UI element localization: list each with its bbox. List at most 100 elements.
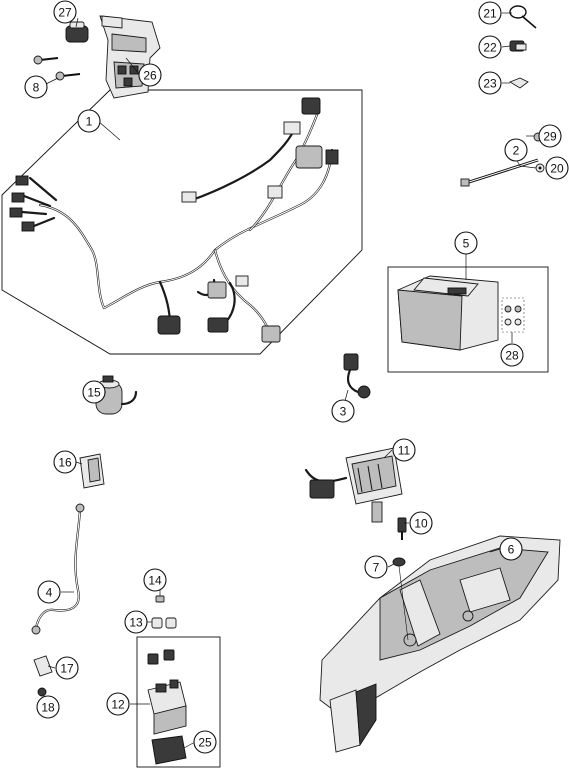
callout-label: 1 <box>86 115 93 129</box>
callout-label: 13 <box>129 616 143 630</box>
callout-label: 4 <box>46 586 53 600</box>
sensor-cable <box>343 353 371 399</box>
callout-label: 10 <box>414 517 428 531</box>
clip <box>509 40 527 52</box>
callout-circle <box>478 71 502 95</box>
connector-cover <box>79 453 105 489</box>
battery-holder <box>319 535 561 753</box>
callout-circle <box>499 537 523 561</box>
callout-circle <box>138 63 162 87</box>
callout-21: 21 <box>478 1 502 25</box>
callout-circle <box>124 610 148 634</box>
callout-label: 16 <box>58 456 72 470</box>
connector <box>397 517 407 540</box>
callout-layer: 27 8 26 21 22 23 1 29 2 20 5 28 15 3 16 11 10 6 7 4 14 13 17 18… <box>24 0 569 754</box>
callout-circle <box>478 35 502 59</box>
callout-circle <box>331 399 355 423</box>
callout-circle <box>193 730 217 754</box>
callout-11: 11 <box>392 438 416 462</box>
fuse <box>155 595 165 603</box>
callout-circle <box>504 138 528 162</box>
relay-cover <box>151 735 187 765</box>
callout-label: 20 <box>550 162 564 176</box>
callout-27: 27 <box>53 0 77 24</box>
callout-label: 2 <box>513 144 520 158</box>
cap <box>33 655 53 677</box>
callout-circle <box>37 580 61 604</box>
callout-circle <box>538 124 562 148</box>
callout-circle <box>478 1 502 25</box>
battery-group-frame <box>387 266 549 373</box>
fuse-box-cap <box>65 21 89 43</box>
callout-label: 3 <box>340 405 347 419</box>
voltage-regulator <box>304 447 403 523</box>
fuse-cover <box>151 617 177 629</box>
callout-label: 12 <box>111 698 125 712</box>
callout-circle <box>53 450 77 474</box>
callout-15: 15 <box>82 380 106 404</box>
callout-label: 27 <box>58 6 72 20</box>
callout-circle <box>36 695 60 719</box>
callout-8: 8 <box>24 75 48 99</box>
callout-circle <box>77 109 101 133</box>
callout-6: 6 <box>499 537 523 561</box>
callout-18: 18 <box>36 695 60 719</box>
callout-14: 14 <box>143 568 167 592</box>
callout-26: 26 <box>138 63 162 87</box>
callout-circle <box>55 656 79 680</box>
rubber-grommet <box>392 557 409 641</box>
callout-circle <box>24 75 48 99</box>
battery <box>397 275 499 351</box>
nut <box>37 687 47 697</box>
callout-23: 23 <box>478 71 502 95</box>
callout-label: 7 <box>373 561 380 575</box>
callout-label: 11 <box>398 444 411 458</box>
callout-label: 28 <box>505 349 519 363</box>
callout-4: 4 <box>37 580 61 604</box>
callout-circle <box>500 343 524 367</box>
callout-circle <box>545 156 569 180</box>
callout-label: 22 <box>483 41 497 55</box>
callout-10: 10 <box>409 511 433 535</box>
callout-label: 6 <box>508 543 515 557</box>
callout-29: 29 <box>538 124 562 148</box>
holder <box>508 77 529 89</box>
battery-screws <box>501 297 525 333</box>
callout-label: 25 <box>198 736 212 750</box>
ground-cable <box>460 158 539 187</box>
callout-label: 23 <box>483 77 497 91</box>
callout-circle <box>53 0 77 24</box>
callout-22: 22 <box>478 35 502 59</box>
callout-label: 29 <box>543 130 557 144</box>
callout-label: 21 <box>483 7 497 21</box>
callout-1: 1 <box>77 109 101 133</box>
callout-20: 20 <box>545 156 569 180</box>
callout-circle <box>454 231 478 255</box>
callout-circle <box>106 692 130 716</box>
callout-25: 25 <box>193 730 217 754</box>
callout-circle <box>409 511 433 535</box>
callout-label: 5 <box>463 237 470 251</box>
cable-tie <box>509 5 537 29</box>
harness-group-frame <box>1 89 363 355</box>
callout-label: 14 <box>148 574 162 588</box>
callout-28: 28 <box>500 343 524 367</box>
starter-relay <box>147 649 187 735</box>
callout-circle <box>364 555 388 579</box>
callout-3: 3 <box>331 399 355 423</box>
callout-2: 2 <box>504 138 528 162</box>
callout-7: 7 <box>364 555 388 579</box>
screws <box>33 55 81 81</box>
callout-circle <box>392 438 416 462</box>
callout-label: 15 <box>87 386 101 400</box>
main-wiring-harness <box>9 97 339 343</box>
callout-12: 12 <box>106 692 130 716</box>
callout-label: 18 <box>41 701 55 715</box>
relay-group-frame <box>136 636 221 768</box>
callout-label: 26 <box>143 69 157 83</box>
callout-label: 8 <box>33 81 40 95</box>
callout-circle <box>82 380 106 404</box>
callout-5: 5 <box>454 231 478 255</box>
callout-17: 17 <box>55 656 79 680</box>
